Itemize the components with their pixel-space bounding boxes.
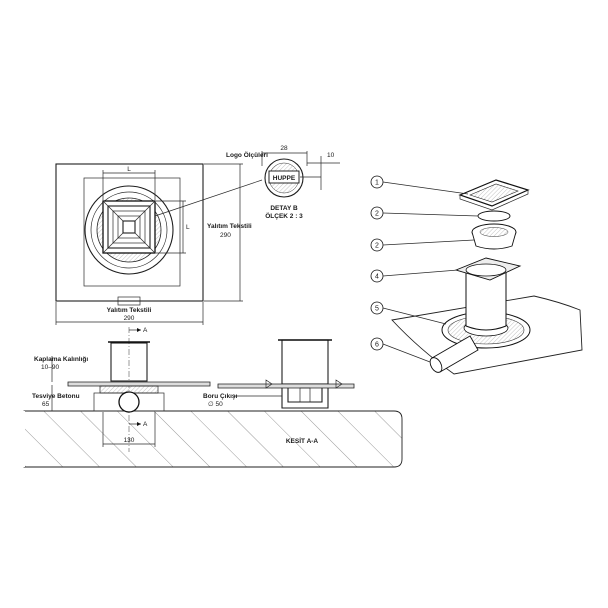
svg-text:2: 2 [375, 211, 379, 218]
dim-130: 130 [124, 437, 135, 444]
svg-text:2: 2 [375, 243, 379, 250]
ground-slab [23, 410, 403, 468]
drain-body-3d [465, 269, 507, 331]
grate-center [122, 220, 136, 234]
bottom-dim-value: 290 [124, 315, 135, 322]
side-dim-label: Yalıtım Tekstili [207, 223, 252, 230]
callout-6: 6 [370, 337, 431, 363]
coating-label: Kaplama Kalınlığı [34, 356, 88, 363]
callout-4: 4 [370, 269, 459, 283]
section-marker-a-top: A [143, 327, 148, 334]
grate-ring-2 [112, 210, 146, 244]
insulation-sheet-right [217, 383, 355, 389]
section-marker-a-bottom: A [143, 421, 148, 428]
trap-section [281, 388, 329, 409]
section-name: KESİT A-A [286, 437, 319, 445]
svg-text:6: 6 [375, 342, 379, 349]
insulation-textile-plan [55, 163, 204, 302]
callout-2b: 2 [370, 238, 475, 252]
drain-body-section [281, 339, 329, 385]
pipe-label: Boru Çıkışı [203, 393, 238, 400]
insulation-sheet-left [67, 381, 211, 387]
exploded-view: 1 2 2 4 5 6 [370, 175, 583, 375]
detail-b: Logo Ölçüleri 28 10 HUPPE DETAY B ÖLÇEK … [226, 145, 340, 220]
screed-label: Tesviye Betonu [32, 393, 80, 400]
detail-b-name: DETAY B [270, 205, 298, 212]
svg-text:1: 1 [375, 180, 379, 187]
dim-l-top: L [127, 166, 131, 173]
outlet-stub-plan [117, 296, 141, 306]
detail-b-scale: ÖLÇEK 2 : 3 [265, 211, 303, 220]
coating-value: 10–90 [41, 364, 59, 371]
logo-plate [268, 170, 300, 184]
drain-flange-inner [90, 191, 168, 269]
section-view: A A Kaplama Kalınlığı 10–90 Tesviye Beto… [23, 327, 403, 468]
callout-2a: 2 [370, 206, 479, 220]
detail-b-title: Logo Ölçüleri [226, 150, 268, 159]
svg-text:5: 5 [375, 306, 379, 313]
callout-1: 1 [370, 175, 469, 195]
dim-28: 28 [280, 145, 288, 152]
dim-10: 10 [327, 152, 335, 159]
pipe-section-left [118, 391, 140, 413]
dim-l-side: L [186, 224, 190, 231]
pipe-value: ∅ 50 [208, 401, 223, 408]
side-dim-value: 290 [220, 232, 231, 239]
svg-text:4: 4 [375, 274, 379, 281]
plan-view: L L Yalıtım Tekstili 290 Yalıtım Tekstil… [55, 163, 263, 325]
callout-5: 5 [370, 301, 447, 325]
drain-flange-ring [84, 185, 174, 275]
logo-text: HUPPE [273, 175, 296, 182]
seal-ring [477, 210, 511, 222]
screed-value: 65 [42, 401, 50, 408]
grate-ring-1 [107, 205, 151, 249]
grate-ring-3 [117, 215, 141, 239]
detail-b-circle [264, 158, 304, 198]
bottom-dim-label: Yalıtım Tekstili [107, 307, 152, 314]
drain-body-left [110, 342, 148, 382]
outer-flange-rect [83, 177, 181, 287]
